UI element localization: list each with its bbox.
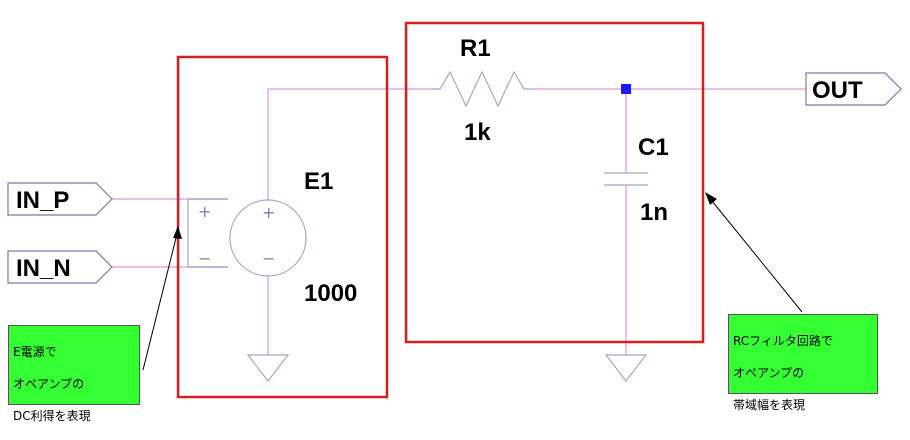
wires [112, 88, 806, 355]
c1-value: 1n [640, 199, 668, 226]
e1-ctrl-minus: − [198, 249, 211, 268]
port-in-p[interactable]: IN_P [7, 182, 113, 216]
r1-value: 1k [464, 119, 491, 146]
ground-symbol-c1 [604, 354, 648, 382]
port-out-label: OUT [812, 77, 863, 104]
e1-name: E1 [304, 168, 333, 195]
port-in-n[interactable]: IN_N [7, 250, 113, 284]
schematic-canvas: IN_P IN_N OUT + − + − E1 1000 R1 1k C1 1… [7, 21, 902, 399]
port-out[interactable]: OUT [805, 72, 902, 106]
annotation-e-source-line-2: オペアンプの [13, 377, 85, 391]
e1-circle [229, 199, 307, 277]
wire-e1-r1 [267, 88, 432, 200]
e1-value: 1000 [304, 280, 357, 307]
source-e1[interactable]: + − + − [187, 198, 307, 277]
highlight-box-e1 [176, 55, 389, 399]
annotation-rc-filter-line-2: オペアンプの [733, 366, 805, 380]
e1-out-plus: + [262, 203, 275, 222]
arrow-right-note [705, 192, 803, 313]
highlight-box-rc [404, 21, 705, 344]
ground-symbol-e1 [246, 354, 290, 382]
annotation-rc-filter-line-3: 帯域幅を表現 [733, 398, 806, 412]
annotation-e-source-line-1: E電源で [13, 345, 57, 359]
annotation-rc-filter: RCフィルタ回路で オペアンプの 帯域幅を表現 [728, 314, 878, 412]
node-dot [621, 84, 631, 94]
c1-name: C1 [638, 134, 669, 161]
r1-name: R1 [460, 35, 491, 62]
capacitor-c1[interactable] [604, 172, 648, 186]
port-in-n-label: IN_N [16, 255, 71, 282]
annotation-e-source-line-3: DC利得を表現 [13, 409, 91, 423]
e1-out-minus: − [262, 249, 275, 268]
arrow-left-note [142, 226, 182, 371]
e1-ctrl-plus: + [198, 202, 211, 221]
port-in-p-label: IN_P [16, 187, 69, 214]
annotation-e-source: E電源で オペアンプの DC利得を表現 [8, 325, 140, 423]
resistor-r1[interactable] [432, 70, 534, 108]
annotation-rc-filter-line-1: RCフィルタ回路で [733, 334, 833, 348]
